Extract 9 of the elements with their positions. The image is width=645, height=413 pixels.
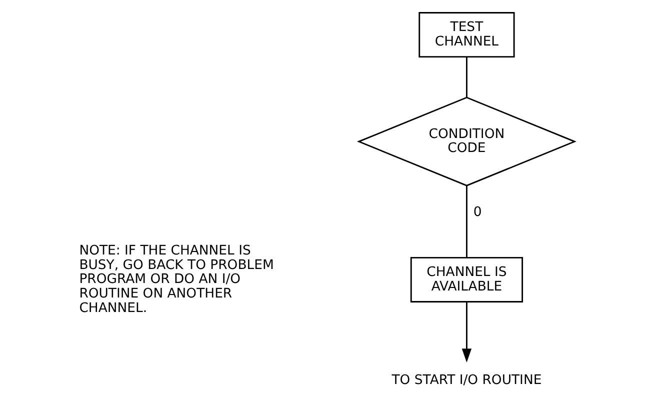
- node-box: CHANNEL IS AVAILABLE: [410, 256, 524, 302]
- arrow: [462, 302, 472, 362]
- node-diamond: CONDITION CODE: [356, 96, 576, 186]
- label: NOTE: IF THE CHANNEL IS BUSY, GO BACK TO PROBLEM PROGRAM OR DO AN I/O ROUTINE ON ANOTHER CHANNEL.: [79, 243, 274, 316]
- connector: [466, 57, 468, 98]
- edge-label: 0: [473, 204, 482, 220]
- connector: [466, 186, 468, 258]
- node-text: TO START I/O ROUTINE: [392, 372, 542, 388]
- node-box: TEST CHANNEL: [418, 12, 515, 58]
